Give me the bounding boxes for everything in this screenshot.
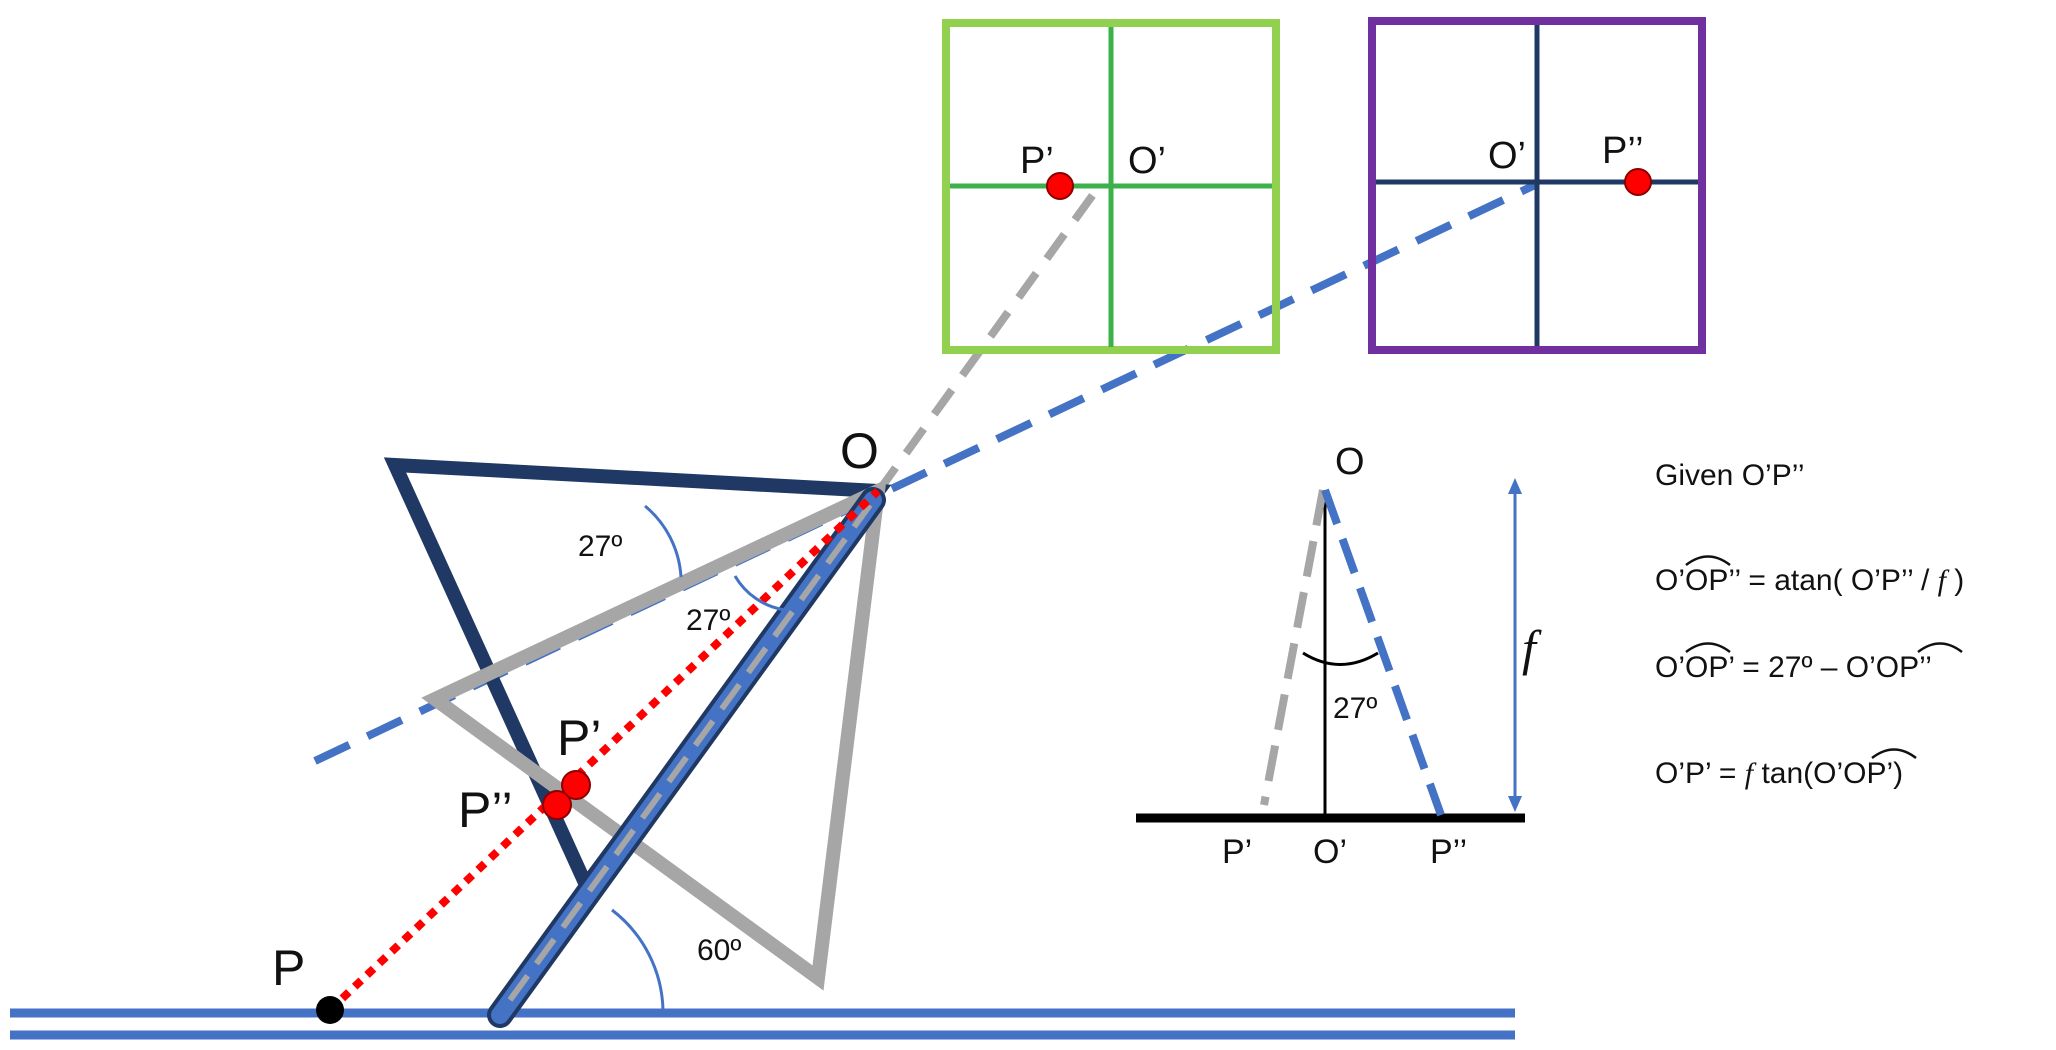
- formula-3-mid: = 27º –: [1734, 651, 1846, 684]
- formula-block: Given O’P’’ O’OP’’ = atan( O’P’’ / f ) O…: [1655, 459, 1964, 790]
- angle-arc-27-upper: [644, 504, 683, 578]
- formula-line-4: O’P’ = f tan(O’OP’): [1655, 757, 1903, 790]
- formula-3-lhs: O’OP’: [1655, 651, 1734, 684]
- point-P: [316, 996, 344, 1024]
- sub-label-O: O: [1335, 441, 1365, 483]
- point-P-prime: [561, 770, 591, 800]
- label-O: O: [840, 423, 879, 479]
- sub-label-P-prime: P’: [1222, 833, 1252, 871]
- sub-gray-dashed-ray: [1260, 489, 1327, 806]
- red-dotted-ray: [327, 488, 881, 1013]
- label-angle-27-upper: 27º: [578, 530, 622, 563]
- formula-2-end: ): [1946, 564, 1964, 597]
- formula-4-d: ): [1893, 757, 1903, 790]
- purple-label-O-prime: O’: [1488, 135, 1526, 177]
- focal-length-subdiagram: O 27º f P’ O’ P’’: [1136, 441, 1542, 871]
- green-label-P-prime: P’: [1020, 140, 1054, 182]
- blue-dashed-ray: [313, 181, 1537, 765]
- formula-2-hat: [1685, 555, 1731, 567]
- sub-blue-dashed-ray: [1321, 488, 1445, 817]
- green-frame: [942, 19, 1280, 354]
- formula-2-rhs: = atan( O’P’’ /: [1740, 564, 1938, 597]
- angle-arc-27-lower: [733, 575, 786, 612]
- formula-given: Given O’P’’: [1655, 459, 1805, 492]
- sub-angle-arc: [1302, 651, 1379, 666]
- formula-3-hat-right: [1917, 642, 1963, 654]
- gray-dashed-ray: [874, 182, 1104, 495]
- sub-focal-arrow-head-bottom: [1508, 796, 1522, 812]
- green-label-O-prime: O’: [1128, 140, 1166, 182]
- label-P: P: [272, 940, 305, 996]
- label-angle-60: 60º: [697, 934, 741, 967]
- sub-label-angle: 27º: [1333, 692, 1377, 725]
- camera-rod-dashes: [507, 503, 873, 1002]
- formula-3-hat-left: [1685, 642, 1731, 654]
- point-P-double: [542, 790, 572, 820]
- formula-line-2: O’OP’’ = atan( O’P’’ / f ): [1655, 564, 1964, 597]
- angle-arc-60: [611, 908, 665, 1011]
- label-P-double: P’’: [458, 782, 513, 838]
- purple-label-P-double: P’’: [1602, 130, 1644, 172]
- formula-4-c: O’OP’: [1813, 757, 1893, 790]
- formula-3-rhs: O’OP’’: [1846, 651, 1932, 684]
- formula-line-3: O’OP’ = 27º – O’OP’’: [1655, 651, 1932, 684]
- formula-4-a: O’P’ =: [1655, 757, 1745, 790]
- formula-4-hat: [1871, 748, 1917, 760]
- purple-image-plane: O’ P’’: [1368, 17, 1706, 354]
- green-image-plane: P’ O’: [942, 19, 1280, 354]
- purple-frame: [1368, 17, 1706, 354]
- purple-point-P-double: [1624, 168, 1652, 196]
- sub-label-f: f: [1522, 620, 1542, 676]
- formula-2-lhs: O’OP’’: [1655, 564, 1740, 597]
- label-P-prime: P’: [557, 710, 601, 766]
- sub-label-P-double: P’’: [1430, 833, 1467, 871]
- formula-4-b: tan(: [1753, 757, 1813, 790]
- sub-label-O-prime: O’: [1313, 833, 1347, 871]
- label-angle-27-lower: 27º: [686, 604, 730, 637]
- green-point-P-prime: [1046, 172, 1074, 200]
- sub-focal-arrow-head-top: [1508, 478, 1522, 494]
